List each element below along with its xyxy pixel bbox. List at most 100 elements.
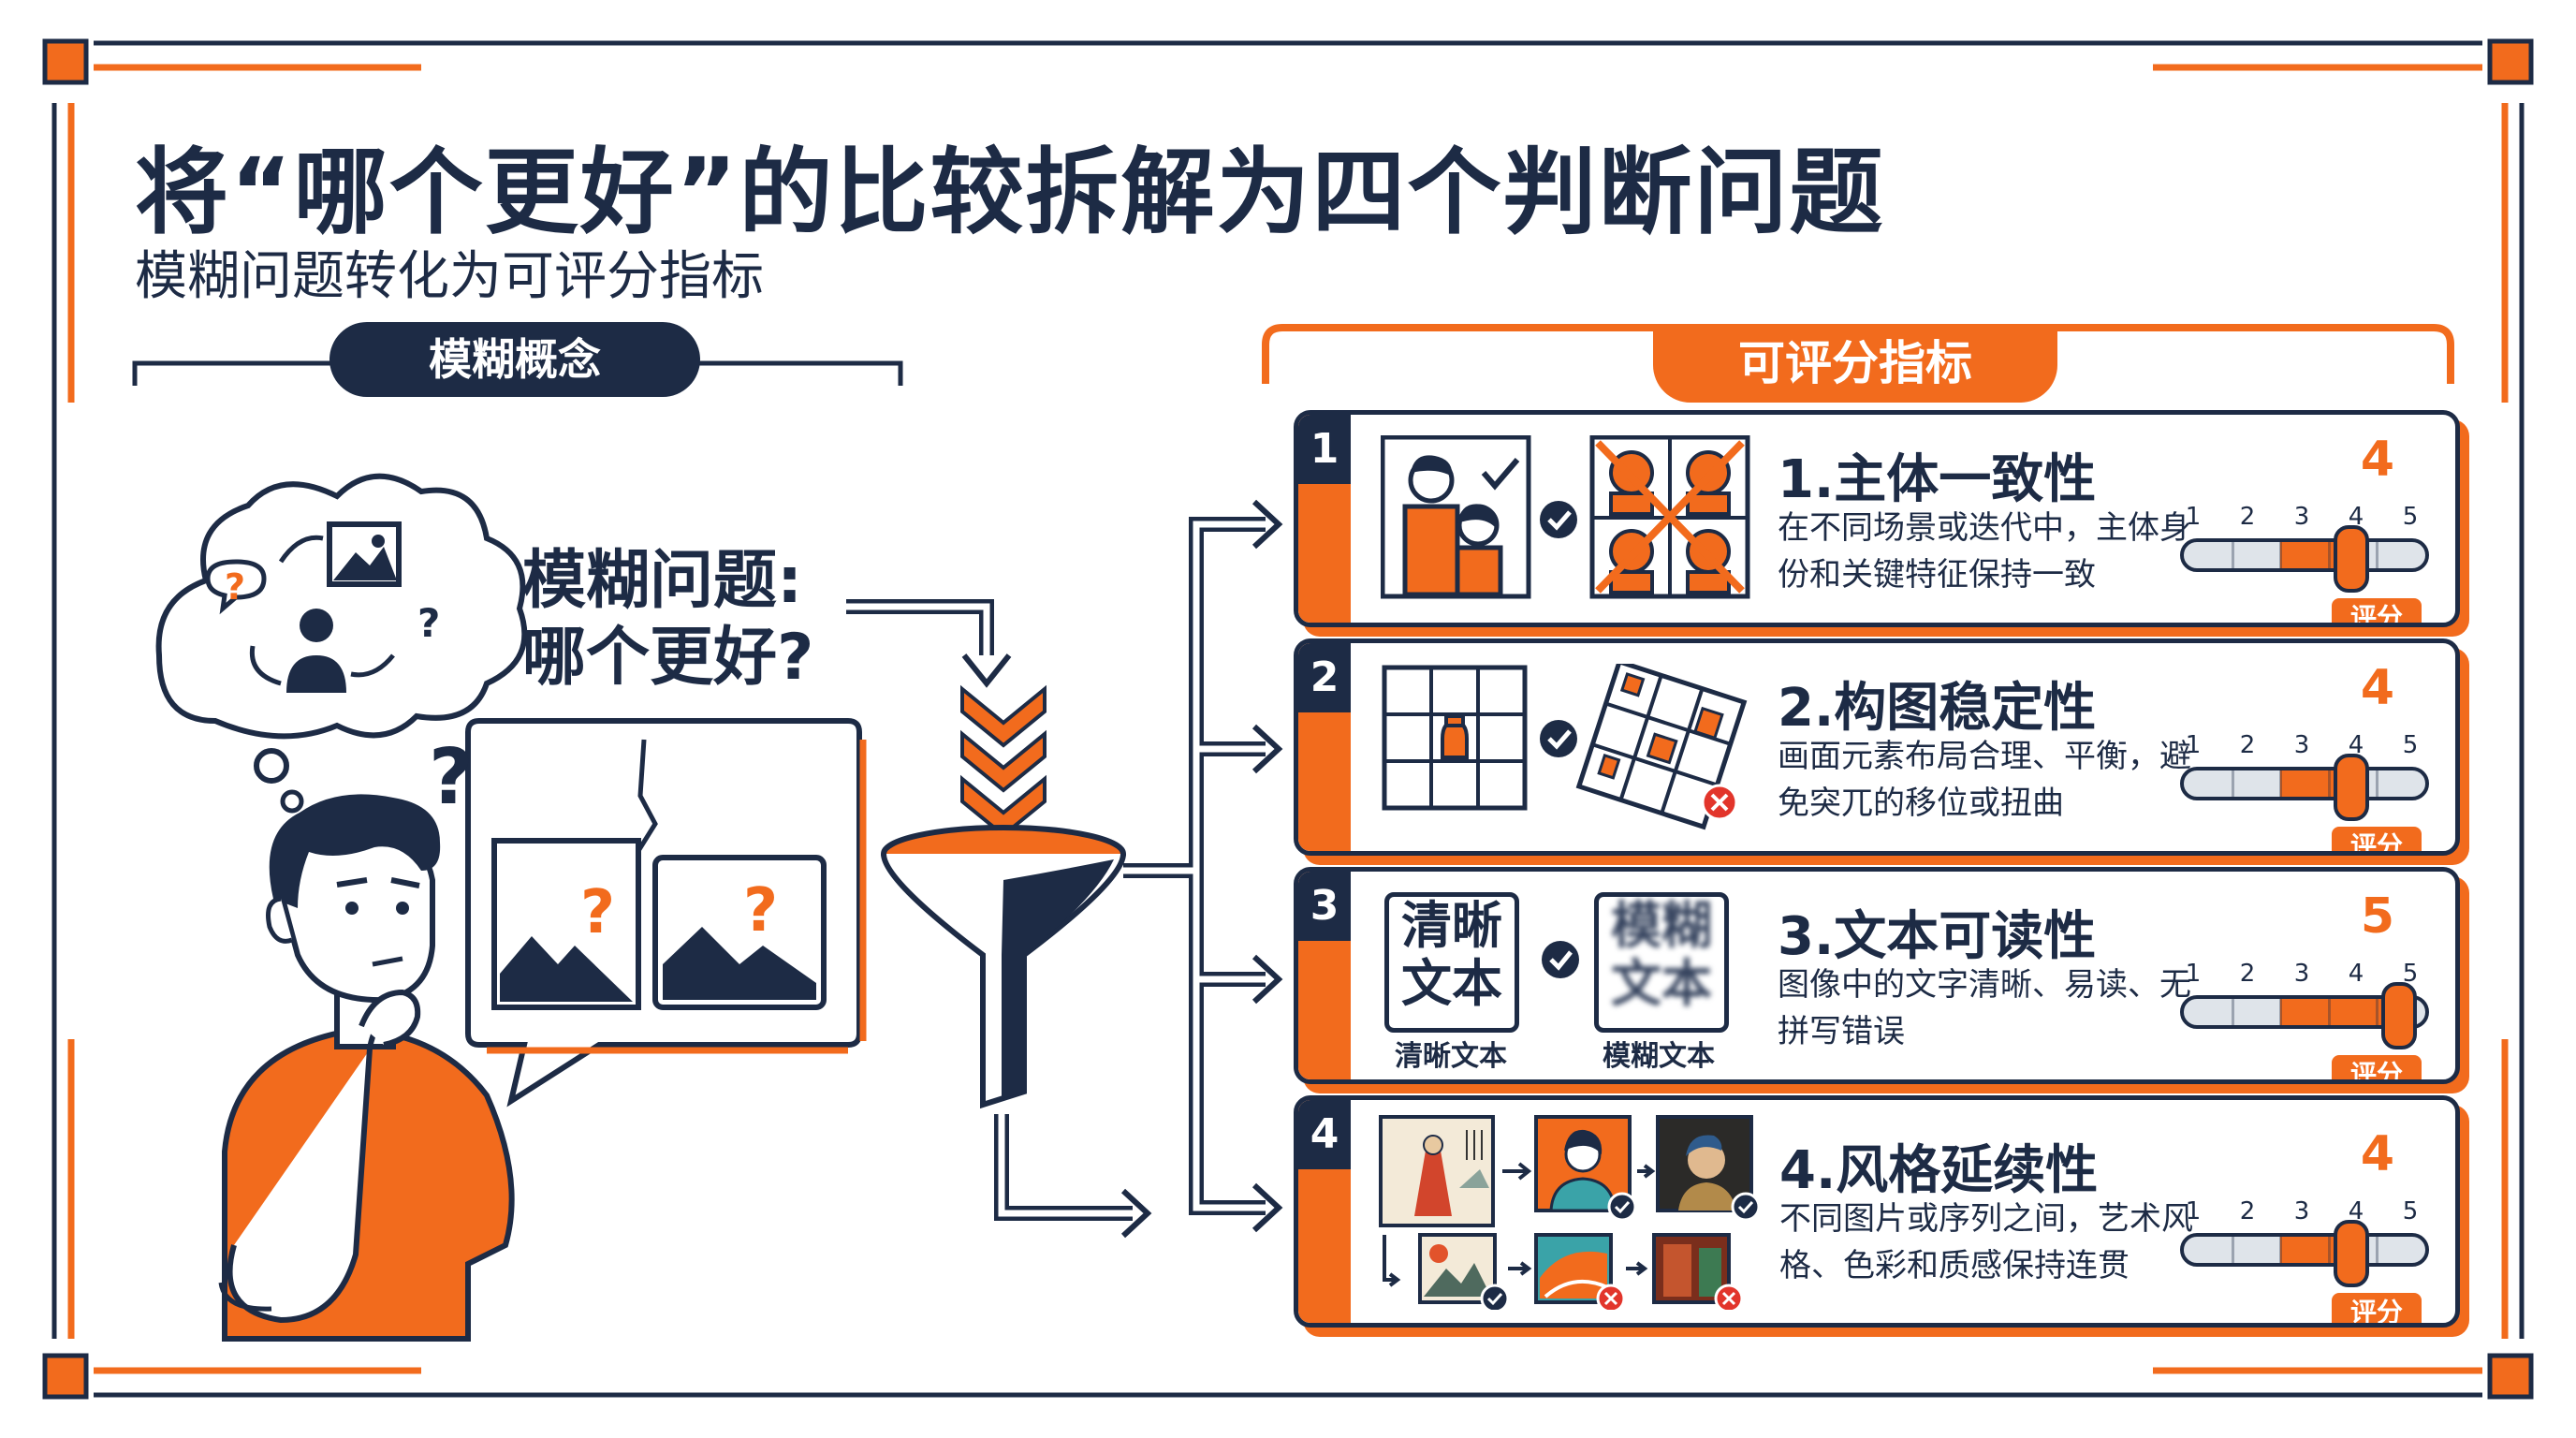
score-value: 4 [2360, 1126, 2395, 1182]
scale-divider [2279, 542, 2283, 568]
criterion-card-4: 4 [1294, 1095, 2460, 1328]
score-scale: 4 1 2 3 4 5 评分 [2180, 660, 2433, 851]
scale-divider [2231, 542, 2234, 568]
style-continuity-illustration [1379, 1115, 1761, 1310]
scale-divider [2327, 999, 2331, 1025]
tick-label: 5 [2402, 960, 2419, 988]
tick-label: 1 [2185, 1197, 2202, 1225]
score-badge: 评分 [2332, 827, 2422, 851]
page-title: 将“哪个更好”的比较拆解为四个判断问题 [135, 138, 1885, 247]
scale-divider [2376, 542, 2379, 568]
criterion-number: 3 [1298, 872, 1351, 941]
criterion-card-2: 2 2.构图稳定性 画面元素布局合理、平衡，避免突兀的移位或扭曲 4 1 2 [1294, 638, 2460, 856]
check-icon [1731, 1192, 1761, 1222]
score-knob [2333, 754, 2369, 821]
criterion-number: 2 [1298, 643, 1351, 712]
score-track [2180, 767, 2429, 800]
tick-label: 3 [2293, 960, 2310, 988]
tick-label: 3 [2293, 1197, 2310, 1225]
blurry-text-line-1: 模糊 [1611, 896, 1712, 955]
check-icon [1542, 941, 1579, 978]
score-value: 4 [2360, 660, 2395, 716]
tick-label: 4 [2348, 503, 2364, 531]
tick-label: 3 [2293, 731, 2310, 759]
composition-stability-illustration [1382, 664, 1748, 830]
corner-square-bottom-left [42, 1353, 89, 1400]
tick-label: 5 [2402, 1197, 2419, 1225]
svg-text:?: ? [417, 600, 440, 646]
criterion-card-3: 3 清晰 文本 清晰文本 模糊 文本 模糊文本 3.文本可读性 图像中的文字清晰… [1294, 867, 2460, 1084]
scale-divider [2327, 770, 2331, 797]
corner-square-top-right [2487, 38, 2534, 85]
corner-square-bottom-right [2487, 1353, 2534, 1400]
score-track [2180, 1233, 2429, 1267]
svg-text:?: ? [225, 566, 245, 608]
clear-text-line-1: 清晰 [1401, 896, 1502, 955]
vague-question-line-1: 模糊问题: [522, 544, 803, 618]
criterion-description: 在不同场景或迭代中，主体身份和关键特征保持一致 [1778, 509, 2191, 594]
funnel-chevrons [960, 684, 1046, 838]
tick-label: 5 [2402, 503, 2419, 531]
score-scale: 5 1 2 3 4 5 评分 [2180, 888, 2433, 1079]
score-value: 5 [2360, 888, 2395, 945]
criterion-number: 1 [1298, 415, 1351, 484]
scale-divider [2231, 999, 2234, 1025]
scale-divider [2376, 770, 2379, 797]
criterion-title: 4.风格延续性 [1779, 1140, 2099, 1201]
page-subtitle: 模糊问题转化为可评分指标 [135, 246, 764, 307]
score-badge: 评分 [2332, 1055, 2422, 1079]
criterion-description: 画面元素布局合理、平衡，避免突兀的移位或扭曲 [1778, 738, 2191, 822]
tick-label: 1 [2185, 731, 2202, 759]
svg-text:?: ? [580, 878, 615, 947]
check-icon [1540, 501, 1577, 538]
criterion-card-1: 1 1.主体一致性 在不同场景或迭代中，主体身份和关键特征保持一致 4 1 2 … [1294, 410, 2460, 627]
score-knob [2333, 525, 2369, 593]
right-panel-label: 可评分指标 [1653, 324, 2057, 403]
thinking-person-illustration: ? [218, 733, 515, 1342]
blurry-text-caption: 模糊文本 [1603, 1040, 1715, 1073]
score-knob [2333, 1220, 2369, 1287]
left-panel-label: 模糊概念 [329, 322, 700, 397]
tick-label: 1 [2185, 503, 2202, 531]
comparison-bubble: ? ? [465, 718, 867, 1108]
thought-cloud: ? ? [155, 473, 528, 814]
criterion-description: 图像中的文字清晰、易读、无拼写错误 [1778, 966, 2191, 1050]
svg-text:?: ? [429, 733, 474, 822]
check-icon [1540, 720, 1577, 757]
tick-label: 4 [2348, 1197, 2364, 1225]
scale-divider [2279, 1237, 2283, 1263]
clear-text-caption: 清晰文本 [1395, 1040, 1507, 1073]
criterion-number: 4 [1298, 1100, 1351, 1169]
tick-label: 4 [2348, 731, 2364, 759]
score-value: 4 [2360, 432, 2395, 488]
distorted-grid-image [1575, 664, 1748, 830]
vague-question: 模糊问题: 哪个更好? [522, 543, 813, 697]
tick-label: 1 [2185, 960, 2202, 988]
scale-divider [2327, 542, 2331, 568]
tick-label: 2 [2239, 1197, 2256, 1225]
scale-divider [2231, 770, 2234, 797]
score-badge: 评分 [2332, 1293, 2422, 1323]
blurry-text-sample: 模糊 文本 [1594, 892, 1729, 1033]
score-knob [2381, 982, 2418, 1049]
scale-divider [2231, 1237, 2234, 1263]
subject-consistency-illustration [1381, 435, 1750, 599]
corner-square-top-left [42, 38, 89, 85]
vague-question-line-2: 哪个更好? [522, 621, 814, 695]
scale-divider [2376, 999, 2379, 1025]
check-icon [1480, 1284, 1510, 1310]
svg-text:?: ? [743, 876, 778, 946]
tick-label: 4 [2348, 960, 2364, 988]
criterion-title: 1.主体一致性 [1778, 449, 2097, 510]
criterion-description: 不同图片或序列之间，艺术风格、色彩和质感保持连贯 [1779, 1200, 2193, 1284]
scale-divider [2327, 1237, 2331, 1263]
cross-out-icon [1595, 440, 1745, 594]
blurry-text-line-2: 文本 [1611, 954, 1712, 1013]
scale-divider [2279, 999, 2283, 1025]
clear-text-sample: 清晰 文本 [1384, 892, 1519, 1033]
score-scale: 4 1 2 3 4 5 评分 [2180, 432, 2433, 623]
funnel-icon [881, 825, 1126, 1109]
tick-label: 2 [2239, 960, 2256, 988]
score-track [2180, 538, 2429, 572]
